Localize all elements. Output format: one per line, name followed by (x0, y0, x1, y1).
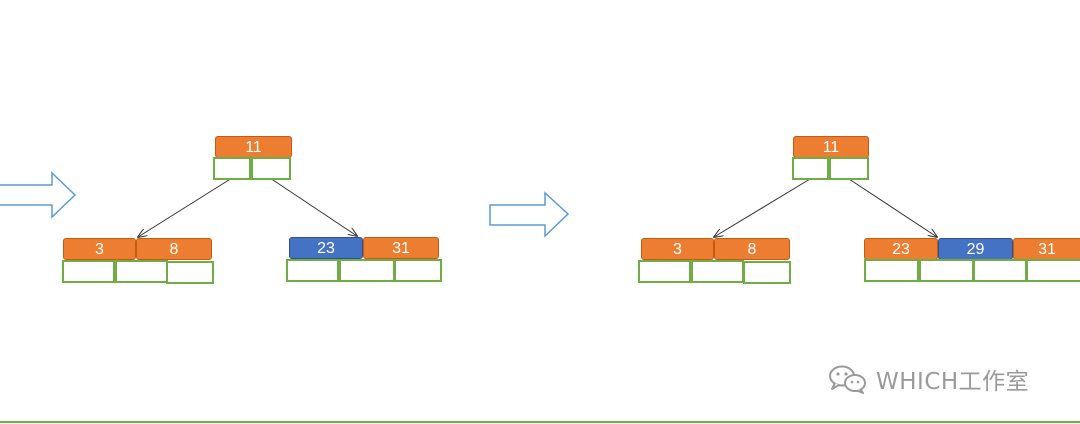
tree-before-left-pointer-3 (166, 261, 214, 284)
bottom-divider (0, 421, 1080, 423)
tree-after-left-pointer-2 (691, 260, 744, 283)
tree-after-right-key-29: 29 (938, 238, 1013, 260)
watermark-text: WHICH工作室 (876, 369, 1030, 395)
tree-before-left-pointer-1 (62, 260, 115, 283)
flow-arrow-middle-icon (489, 191, 570, 238)
tree-before-right-key-31: 31 (363, 237, 439, 259)
tree-before-left-key-3: 3 (63, 238, 136, 260)
tree-after-left-key-8: 8 (714, 238, 790, 260)
tree-after-right-pointer-4 (1026, 259, 1080, 282)
flow-arrow-left-icon (0, 171, 77, 219)
tree-before-right-pointer-3 (394, 259, 442, 282)
tree-after-root-pointer-2 (829, 157, 869, 180)
tree-after-left-key-3: 3 (641, 238, 714, 260)
tree-before-right-key-23: 23 (289, 237, 363, 259)
tree-before-root-key-11: 11 (215, 136, 292, 158)
tree-before-left-pointer-2 (115, 260, 168, 283)
tree-after-root-key-11: 11 (793, 136, 869, 158)
edge-before-right (269, 177, 357, 236)
edge-after-right (848, 178, 937, 237)
tree-after-right-pointer-1 (864, 259, 919, 282)
tree-after-right-pointer-3 (973, 259, 1027, 282)
tree-after-left-pointer-1 (638, 260, 691, 283)
tree-before-left-key-8: 8 (136, 238, 212, 260)
tree-before-right-pointer-1 (286, 259, 339, 282)
edge-before-left (138, 177, 233, 237)
tree-after-right-key-23: 23 (864, 238, 938, 260)
edge-after-left (714, 178, 811, 237)
tree-after-root-pointer-1 (792, 157, 829, 180)
wechat-icon (829, 365, 866, 394)
tree-before-root-pointer-1 (213, 157, 251, 180)
tree-after-left-pointer-3 (743, 261, 791, 284)
tree-before-right-pointer-2 (339, 259, 395, 282)
watermark: WHICH工作室 (826, 362, 1029, 396)
tree-before-root-pointer-2 (251, 157, 291, 180)
tree-after-right-key-31: 31 (1013, 238, 1080, 260)
tree-after-right-pointer-2 (919, 259, 974, 282)
